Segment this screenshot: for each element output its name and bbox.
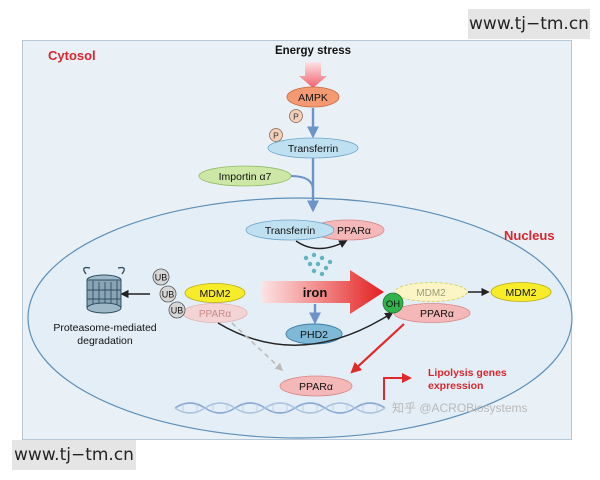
energy-stress-arrow xyxy=(299,62,327,88)
ub-label-2: UB xyxy=(162,290,175,300)
proteasome-icon xyxy=(83,266,125,314)
ub-label-3: UB xyxy=(171,306,184,316)
transferrin-nucleus-node xyxy=(245,219,335,241)
proteasome-label-line1: Proteasome-mediated xyxy=(53,322,156,334)
ppara-dna-node xyxy=(279,375,353,397)
phd2-label: PHD2 xyxy=(300,329,328,341)
iron-particles xyxy=(303,252,333,277)
ppara-red-arrow xyxy=(350,323,405,374)
mdm2-left-label: MDM2 xyxy=(200,288,231,300)
nucleus-label: Nucleus xyxy=(504,228,555,243)
phospho-label-2: P xyxy=(273,131,279,141)
importin-join-line xyxy=(290,175,314,191)
phospho-circle-2 xyxy=(269,128,283,142)
ub-label-1: UB xyxy=(155,273,168,283)
ub-circle-2 xyxy=(159,285,177,303)
ppara-transfer-arrow xyxy=(217,312,394,346)
ub-circle-1 xyxy=(152,268,170,286)
mdm2-right-label: MDM2 xyxy=(506,287,537,299)
ampk-node xyxy=(286,86,340,108)
oh-circle xyxy=(382,292,404,314)
oh-label: OH xyxy=(386,299,400,310)
transferrin-cytosol-label: Transferrin xyxy=(288,143,339,155)
watermark-bottom: www.tj−tm.cn xyxy=(12,440,136,470)
nucleus-membrane xyxy=(27,197,573,439)
watermark-top: www.tj−tm.cn xyxy=(468,9,590,39)
proteasome-label-line2: degradation xyxy=(77,335,133,347)
phospho-circle-1 xyxy=(289,109,303,123)
ub-circle-3 xyxy=(168,301,186,319)
ampk-label: AMPK xyxy=(298,92,328,104)
importin-label: Importin α7 xyxy=(219,171,272,183)
ppara-left-label: PPARα xyxy=(199,309,231,320)
lipolysis-arrow xyxy=(383,373,412,400)
mdm2-left-node xyxy=(184,283,246,303)
cytosol-label: Cytosol xyxy=(48,48,96,63)
ppara-dna-label: PPARα xyxy=(299,381,333,393)
credit-watermark: 知乎 @ACROBiosystems xyxy=(392,401,528,415)
lipolysis-label-line1: Lipolysis genes xyxy=(428,367,507,379)
ppara-complex-label: PPARα xyxy=(337,225,371,237)
energy-stress-label: Energy stress xyxy=(275,45,351,57)
complex-release-arrow xyxy=(295,240,348,250)
mdm2-right-released-node xyxy=(394,282,468,302)
mdm2-right-released-label: MDM2 xyxy=(416,288,446,299)
ppara-right-label: PPARα xyxy=(420,308,454,320)
transferrin-nucleus-label: Transferrin xyxy=(265,225,316,237)
iron-arrow xyxy=(262,270,384,314)
phospho-label-1: P xyxy=(293,112,299,122)
iron-label: iron xyxy=(303,285,328,300)
lipolysis-label-line2: expression xyxy=(428,380,483,392)
ppara-dashed-arrow xyxy=(231,322,284,372)
dna-helix xyxy=(174,402,386,414)
mdm2-right-node xyxy=(490,282,552,302)
